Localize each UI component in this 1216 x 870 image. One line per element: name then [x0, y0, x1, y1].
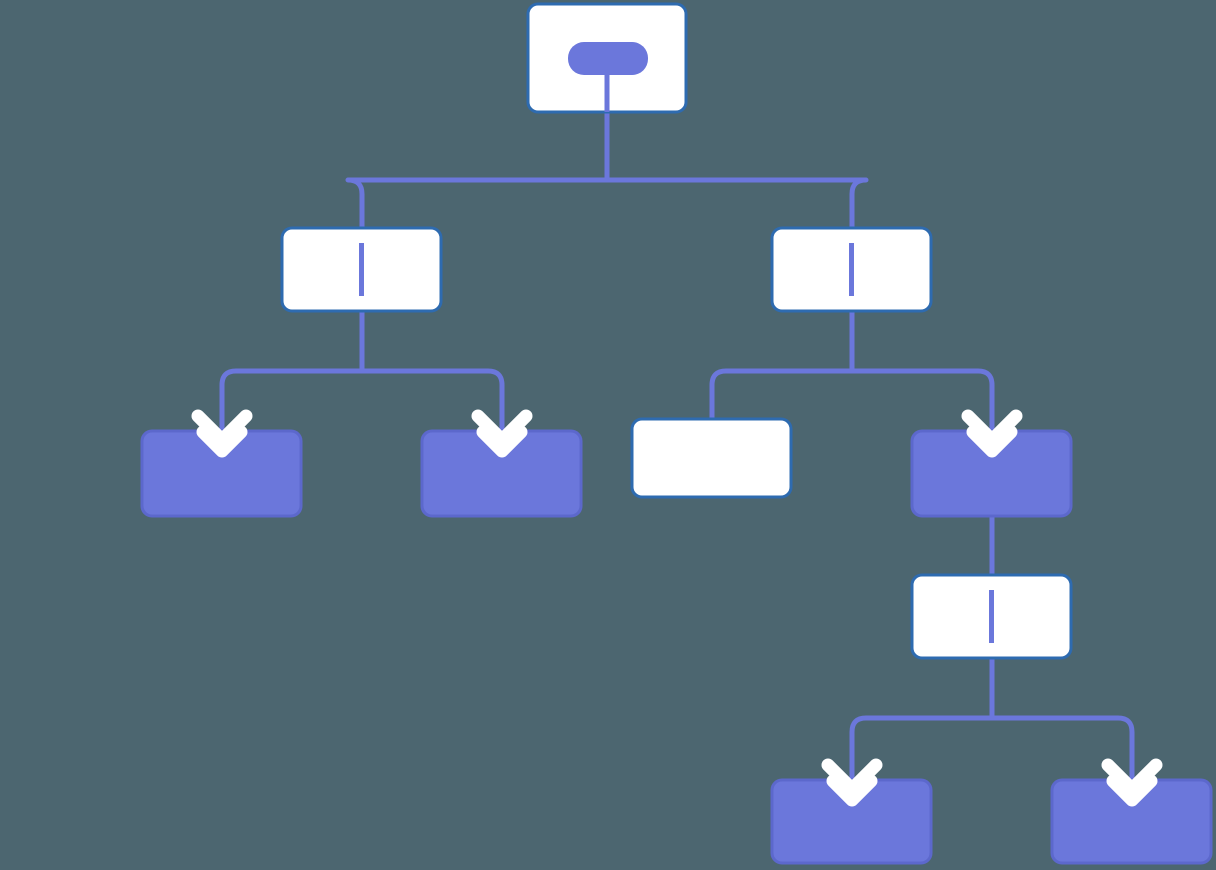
double-chevron-down-icon-node-d [961, 409, 1023, 458]
node-root-pill-icon [568, 42, 648, 75]
arrowhead-layer [191, 409, 1163, 807]
node-branch-deep-through-line-icon [989, 590, 994, 643]
node-leaf-c[interactable] [630, 417, 793, 499]
double-chevron-down-icon-leaf-e [821, 758, 883, 807]
edge-right-c[interactable] [709, 368, 852, 419]
double-chevron-down-icon-leaf-b [471, 409, 533, 458]
node-leaf-c-box[interactable] [630, 417, 793, 499]
edge-root-right[interactable] [607, 177, 869, 228]
edge-left-b[interactable] [362, 368, 505, 431]
edge-right-d[interactable] [852, 368, 995, 431]
node-root[interactable] [526, 2, 688, 114]
double-chevron-down-icon-leaf-f [1101, 758, 1163, 807]
double-chevron-down-icon-leaf-a [191, 409, 253, 458]
connector-layer [219, 75, 1135, 780]
node-branch-left[interactable] [280, 226, 443, 313]
edge-deep-f[interactable] [992, 715, 1135, 780]
edge-left-a[interactable] [219, 368, 362, 431]
edge-deep-e[interactable] [849, 715, 992, 780]
node-root-stem-icon [604, 70, 610, 112]
node-branch-left-through-line-icon [359, 243, 364, 296]
node-branch-deep[interactable] [910, 573, 1073, 660]
node-branch-right[interactable] [770, 226, 933, 313]
node-branch-right-through-line-icon [849, 243, 854, 296]
edge-root-left[interactable] [345, 177, 607, 228]
